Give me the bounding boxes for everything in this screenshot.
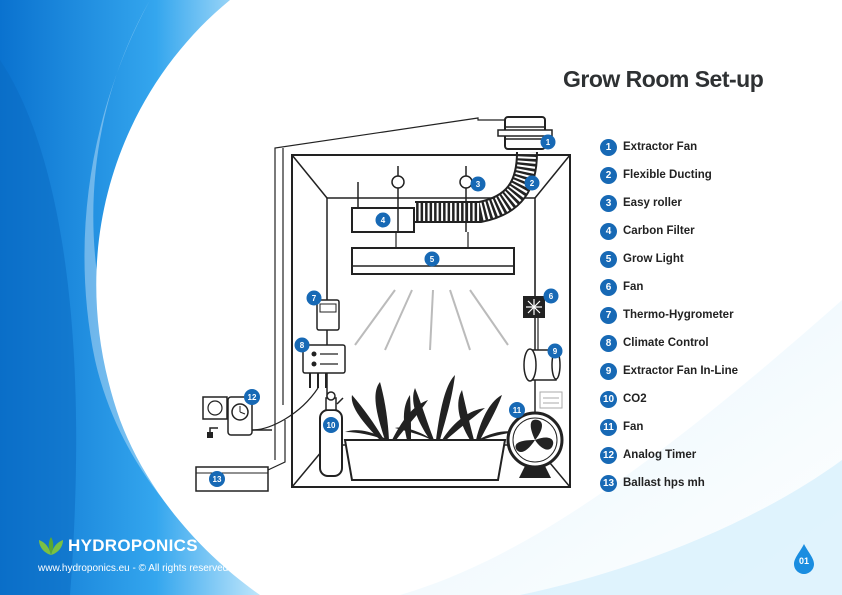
- water-drop-icon: [794, 544, 814, 574]
- page-title: Grow Room Set-up: [563, 66, 764, 92]
- svg-text:12: 12: [248, 393, 257, 402]
- badge-9: 9: [547, 343, 563, 359]
- legend-item: 9 Extractor Fan In-Line: [600, 357, 738, 385]
- legend-item: 13 Ballast hps mh: [600, 469, 738, 497]
- badge-11: 11: [509, 402, 525, 418]
- svg-text:6: 6: [549, 292, 554, 301]
- legend-number-badge: 11: [600, 418, 617, 436]
- diagram-badges: 1 2 3 4 5 6 7 8 9 10 11 12 13: [209, 134, 563, 487]
- svg-text:1: 1: [546, 138, 551, 147]
- legend-item: 4 Carbon Filter: [600, 217, 738, 245]
- badge-8: 8: [294, 337, 310, 353]
- plant-tray-icon: [343, 439, 507, 481]
- legend-label: Thermo-Hygrometer: [623, 309, 734, 321]
- legend-item: 1 Extractor Fan: [600, 133, 738, 161]
- brand-name: HYDROPONICS: [68, 536, 198, 555]
- brand-logo[interactable]: HYDROPONICS: [38, 536, 198, 556]
- legend-number-badge: 9: [600, 362, 617, 380]
- badge-1: 1: [540, 134, 556, 150]
- svg-text:8: 8: [300, 341, 305, 350]
- legend-number-badge: 5: [600, 250, 617, 268]
- analog-timer-icon: [202, 396, 272, 438]
- legend-label: CO2: [623, 393, 647, 405]
- badge-12: 12: [244, 389, 260, 405]
- extractor-fan-icon: [497, 116, 553, 150]
- svg-text:2: 2: [530, 179, 535, 188]
- legend-number-badge: 8: [600, 334, 617, 352]
- legend-number-badge: 12: [600, 446, 617, 464]
- legend-item: 7 Thermo-Hygrometer: [600, 301, 738, 329]
- co2-bottle-icon: [319, 391, 344, 477]
- legend-item: 2 Flexible Ducting: [600, 161, 738, 189]
- svg-text:3: 3: [476, 180, 481, 189]
- legend-number-badge: 4: [600, 222, 617, 240]
- legend-item: 6 Fan: [600, 273, 738, 301]
- badge-5: 5: [424, 251, 440, 267]
- legend-number-badge: 10: [600, 390, 617, 408]
- ballast-icon: [195, 420, 286, 492]
- svg-text:10: 10: [327, 421, 336, 430]
- legend-label: Analog Timer: [623, 449, 697, 461]
- svg-text:13: 13: [213, 475, 222, 484]
- badge-6: 6: [543, 288, 559, 304]
- legend-label: Ballast hps mh: [623, 477, 705, 489]
- svg-text:4: 4: [381, 216, 386, 225]
- badge-7: 7: [306, 290, 322, 306]
- legend-label: Extractor Fan In-Line: [623, 365, 739, 377]
- carbon-filter-icon: [351, 207, 415, 233]
- legend-item: 12 Analog Timer: [600, 441, 738, 469]
- svg-text:9: 9: [553, 347, 558, 356]
- legend-number-badge: 2: [600, 166, 617, 184]
- legend-item: 3 Easy roller: [600, 189, 738, 217]
- page-number-badge: 01: [792, 543, 816, 575]
- legend-label: Extractor Fan: [623, 141, 698, 153]
- legend-item: 8 Climate Control: [600, 329, 738, 357]
- badge-2: 2: [524, 175, 540, 191]
- badge-3: 3: [470, 176, 486, 192]
- leaf-logo-icon: [39, 537, 63, 555]
- legend-label: Easy roller: [623, 197, 682, 209]
- legend-label: Flexible Ducting: [623, 169, 712, 181]
- wall-fan-icon: [523, 200, 545, 318]
- legend-item: 11 Fan: [600, 413, 738, 441]
- legend-label: Grow Light: [623, 253, 684, 265]
- legend-label: Climate Control: [623, 337, 709, 349]
- grow-tent-frame: [291, 154, 571, 488]
- thermo-hygrometer-icon: [316, 260, 340, 331]
- legend-number-badge: 13: [600, 474, 617, 492]
- page-number: 01: [798, 556, 809, 566]
- svg-text:11: 11: [513, 406, 522, 415]
- svg-text:7: 7: [312, 294, 317, 303]
- footer-text: www.hydroponics.eu - © All rights reserv…: [38, 563, 229, 574]
- legend-label: Fan: [623, 281, 644, 293]
- legend-label: Carbon Filter: [623, 225, 695, 237]
- legend-label: Fan: [623, 421, 644, 433]
- legend-number-badge: 3: [600, 194, 617, 212]
- badge-13: 13: [209, 471, 225, 487]
- legend-number-badge: 1: [600, 138, 617, 156]
- legend-list: 1 Extractor Fan 2 Flexible Ducting 3 Easy rol…: [600, 133, 738, 497]
- badge-10: 10: [323, 417, 339, 433]
- svg-text:5: 5: [430, 255, 435, 264]
- legend-item: 5 Grow Light: [600, 245, 738, 273]
- badge-4: 4: [375, 212, 391, 228]
- plants-icon: [345, 375, 515, 440]
- legend-number-badge: 7: [600, 306, 617, 324]
- floor-fan-icon: [506, 411, 564, 478]
- legend-item: 10 CO2: [600, 385, 738, 413]
- legend-number-badge: 6: [600, 278, 617, 296]
